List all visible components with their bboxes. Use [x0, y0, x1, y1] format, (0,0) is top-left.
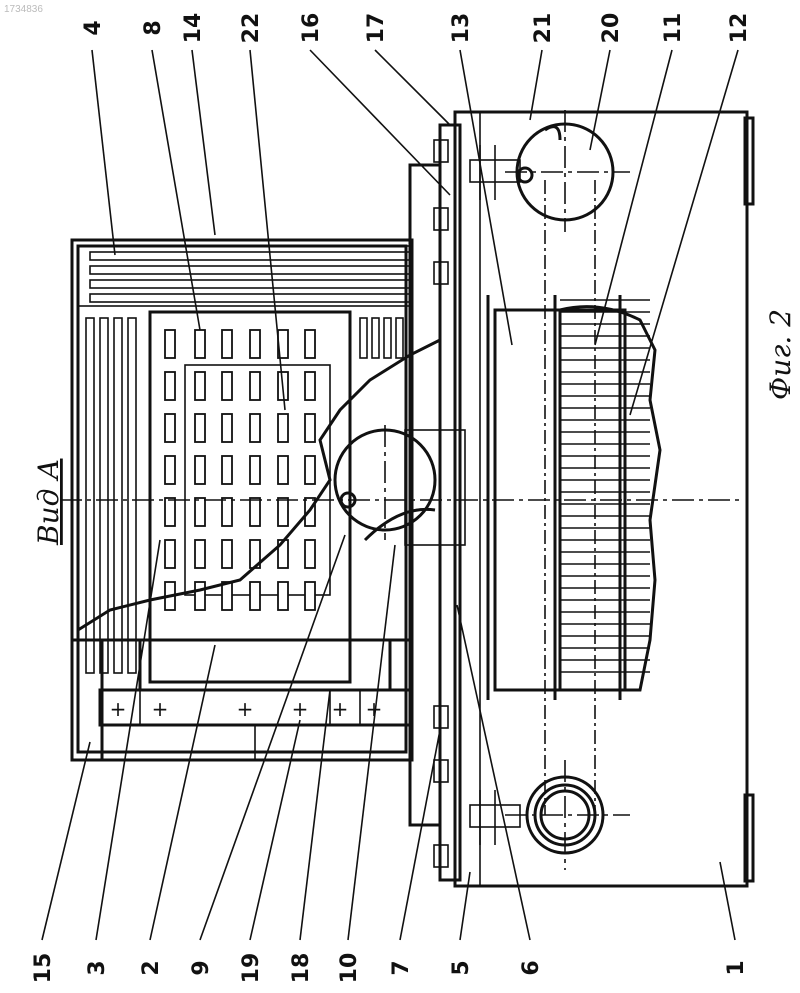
slot [165, 540, 175, 568]
part-label: 16 [299, 13, 324, 44]
leader-lines [42, 50, 738, 940]
slot [222, 372, 232, 400]
slot [195, 582, 205, 610]
slot [305, 540, 315, 568]
slot [165, 414, 175, 442]
part-label: 5 [449, 960, 474, 975]
base-frame [455, 112, 753, 886]
part-labels-top: 4 8 14 22 16 17 13 21 20 11 12 [81, 13, 752, 44]
part-label: 20 [599, 13, 624, 44]
part-label: 2 [139, 960, 164, 975]
plus-sign: + [110, 697, 127, 721]
plus-sign: + [332, 697, 349, 721]
mounting-plate [410, 125, 460, 880]
view-title: Вид А [32, 459, 65, 546]
belt [545, 180, 595, 815]
slot [250, 414, 260, 442]
slot [165, 456, 175, 484]
slot [305, 456, 315, 484]
slot [278, 582, 288, 610]
slot [165, 372, 175, 400]
centerlines [60, 110, 740, 870]
slot [195, 540, 205, 568]
slot [250, 582, 260, 610]
slot [222, 456, 232, 484]
part-labels-bottom: 15 3 2 9 19 18 10 7 5 6 1 [31, 953, 749, 984]
slot [250, 498, 260, 526]
part-label: 9 [189, 960, 214, 975]
part-label: 15 [31, 953, 56, 984]
drum-grooves [560, 300, 650, 672]
part-label: 11 [661, 13, 686, 44]
round-element [335, 430, 465, 545]
slot [195, 456, 205, 484]
slot [305, 372, 315, 400]
part-label: 7 [389, 960, 414, 975]
slot [250, 330, 260, 358]
slot [222, 414, 232, 442]
heater-strips-top [90, 252, 410, 302]
slot [278, 498, 288, 526]
terminal-bar [100, 690, 410, 760]
plus-sign: + [152, 697, 169, 721]
part-label: 4 [81, 20, 106, 35]
part-label: 14 [181, 13, 206, 44]
part-label: 21 [531, 13, 556, 44]
plus-sign: + [292, 697, 309, 721]
part-label: 17 [364, 13, 389, 44]
plus-sign: + [237, 697, 254, 721]
drum [488, 295, 660, 700]
slot [222, 498, 232, 526]
figure-caption: Фиг. 2 [764, 309, 797, 400]
slot [305, 414, 315, 442]
slot [195, 498, 205, 526]
watermark-number: 1734836 [4, 4, 43, 15]
part-label: 10 [337, 953, 362, 984]
slot [250, 456, 260, 484]
slot [222, 540, 232, 568]
slot [222, 330, 232, 358]
part-label: 3 [85, 960, 110, 975]
slot [305, 582, 315, 610]
slot [278, 456, 288, 484]
slot [222, 582, 232, 610]
slot [165, 330, 175, 358]
panel-slots [165, 330, 315, 610]
part-label: 22 [239, 13, 264, 44]
slot [195, 330, 205, 358]
slot [305, 330, 315, 358]
slot [195, 372, 205, 400]
slot [195, 414, 205, 442]
part-label: 1 [724, 960, 749, 975]
part-label: 8 [141, 20, 166, 35]
slot [250, 372, 260, 400]
heater-strips-right [360, 318, 403, 358]
slot [278, 414, 288, 442]
part-label: 13 [449, 13, 474, 44]
part-label: 6 [519, 960, 544, 975]
part-label: 12 [727, 13, 752, 44]
slot [165, 498, 175, 526]
part-label: 19 [239, 953, 264, 984]
terminal-plus-signs: ++++++ [110, 697, 383, 721]
part-label: 18 [289, 953, 314, 984]
